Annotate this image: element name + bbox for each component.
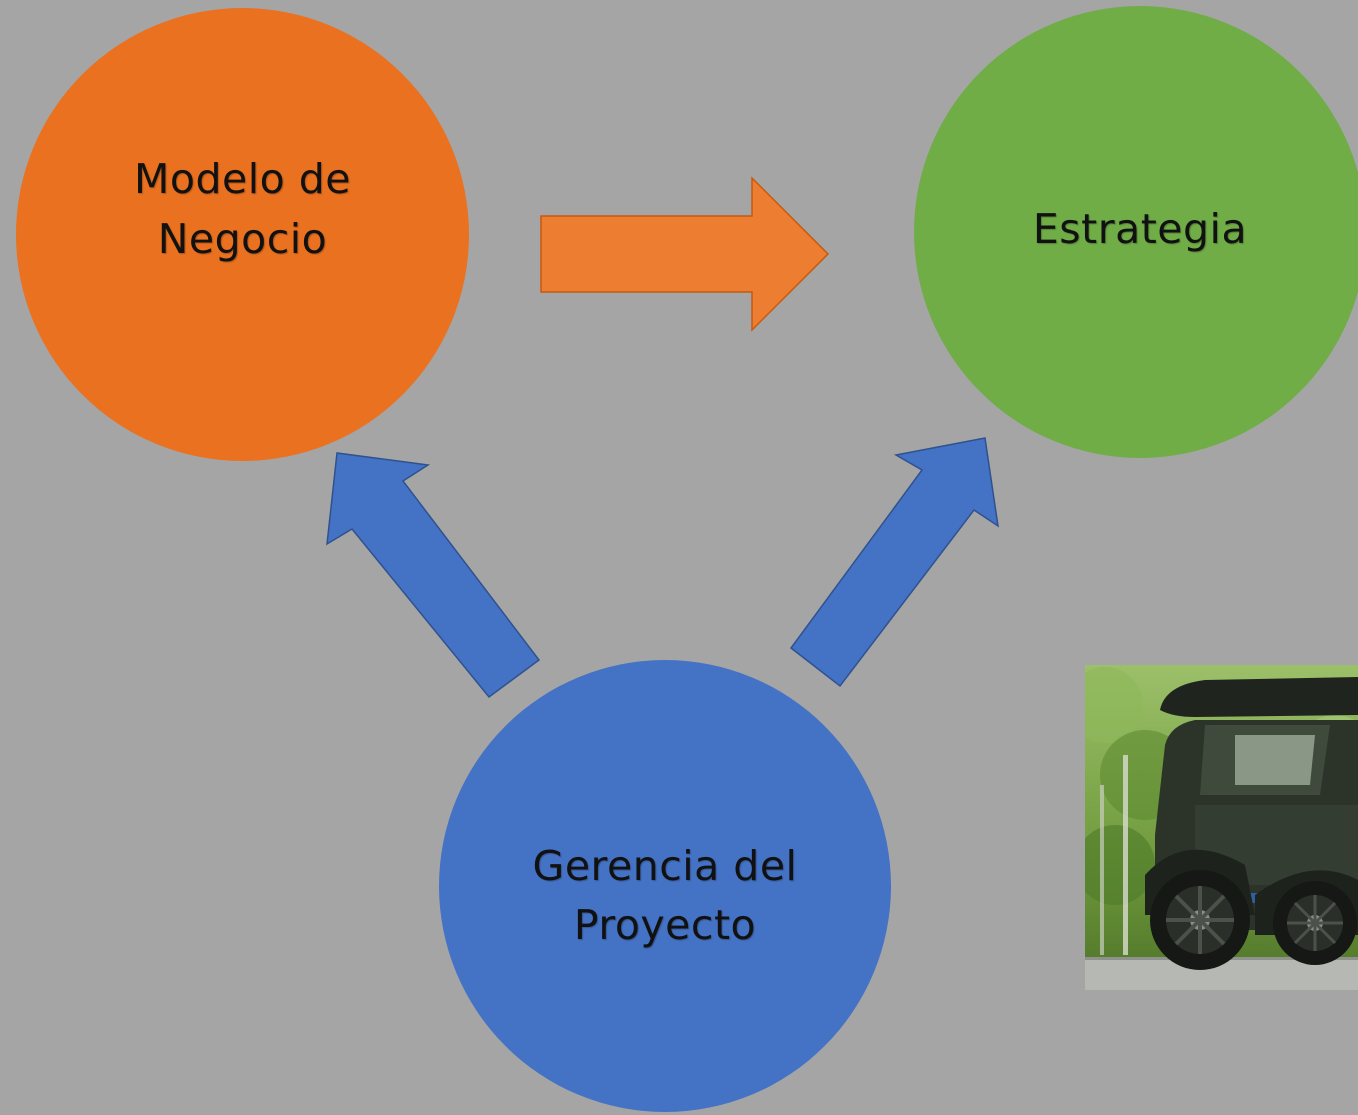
blue-arrow-to-modelo [326, 452, 541, 699]
orange-right-arrow [540, 176, 830, 332]
estrategia-label: Estrategia [1032, 205, 1248, 254]
gerencia-del-proyecto-label: Gerencia del Proyecto [532, 841, 798, 949]
gerencia-del-proyecto-node: Gerencia del Proyecto [439, 660, 891, 1112]
blue-arrow-to-estrategia [789, 437, 999, 688]
vintage-car-image [1085, 665, 1358, 990]
estrategia-node: Estrategia [914, 6, 1358, 458]
modelo-de-negocio-node: Modelo de Negocio [16, 8, 469, 461]
modelo-de-negocio-label: Modelo de Negocio [134, 155, 351, 263]
